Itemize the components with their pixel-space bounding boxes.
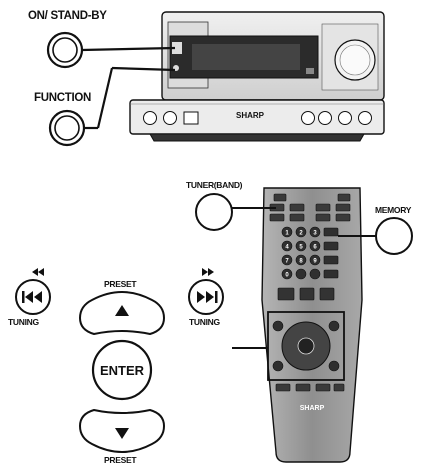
preset-up-button[interactable] xyxy=(80,292,164,334)
memory-callout-icon xyxy=(376,218,412,254)
prev-skip-button[interactable] xyxy=(16,280,50,314)
unit-prev-button[interactable] xyxy=(302,112,315,125)
tuning-left-label: TUNING xyxy=(8,317,39,327)
tuner-band-callout-icon xyxy=(196,194,232,230)
function-label: FUNCTION xyxy=(34,92,91,104)
remote-brand-logo: SHARP xyxy=(300,405,325,412)
unit-usb-port[interactable] xyxy=(184,112,198,124)
tuner-band-label: TUNER(BAND) xyxy=(186,180,242,190)
enter-label: ENTER xyxy=(100,363,145,378)
rewind-icon xyxy=(32,268,44,276)
preset-down-button[interactable] xyxy=(80,410,164,452)
unit-play-button[interactable] xyxy=(164,112,177,125)
unit-open-button[interactable] xyxy=(359,112,372,125)
next-skip-button[interactable] xyxy=(189,280,223,314)
enter-button[interactable]: ENTER xyxy=(93,341,151,399)
unit-phones-jack[interactable] xyxy=(144,112,157,125)
on-standby-label: ON/ STAND-BY xyxy=(28,10,107,22)
memory-label: MEMORY xyxy=(375,205,411,215)
preset-bottom-label: PRESET xyxy=(104,455,136,465)
fast-forward-icon xyxy=(202,268,214,276)
unit-next-button[interactable] xyxy=(339,112,352,125)
main-unit: SHARP xyxy=(130,12,384,141)
tuning-right-label: TUNING xyxy=(189,317,220,327)
unit-brand-logo: SHARP xyxy=(236,111,265,120)
unit-stop-button[interactable] xyxy=(319,112,332,125)
preset-top-label: PRESET xyxy=(104,279,136,289)
